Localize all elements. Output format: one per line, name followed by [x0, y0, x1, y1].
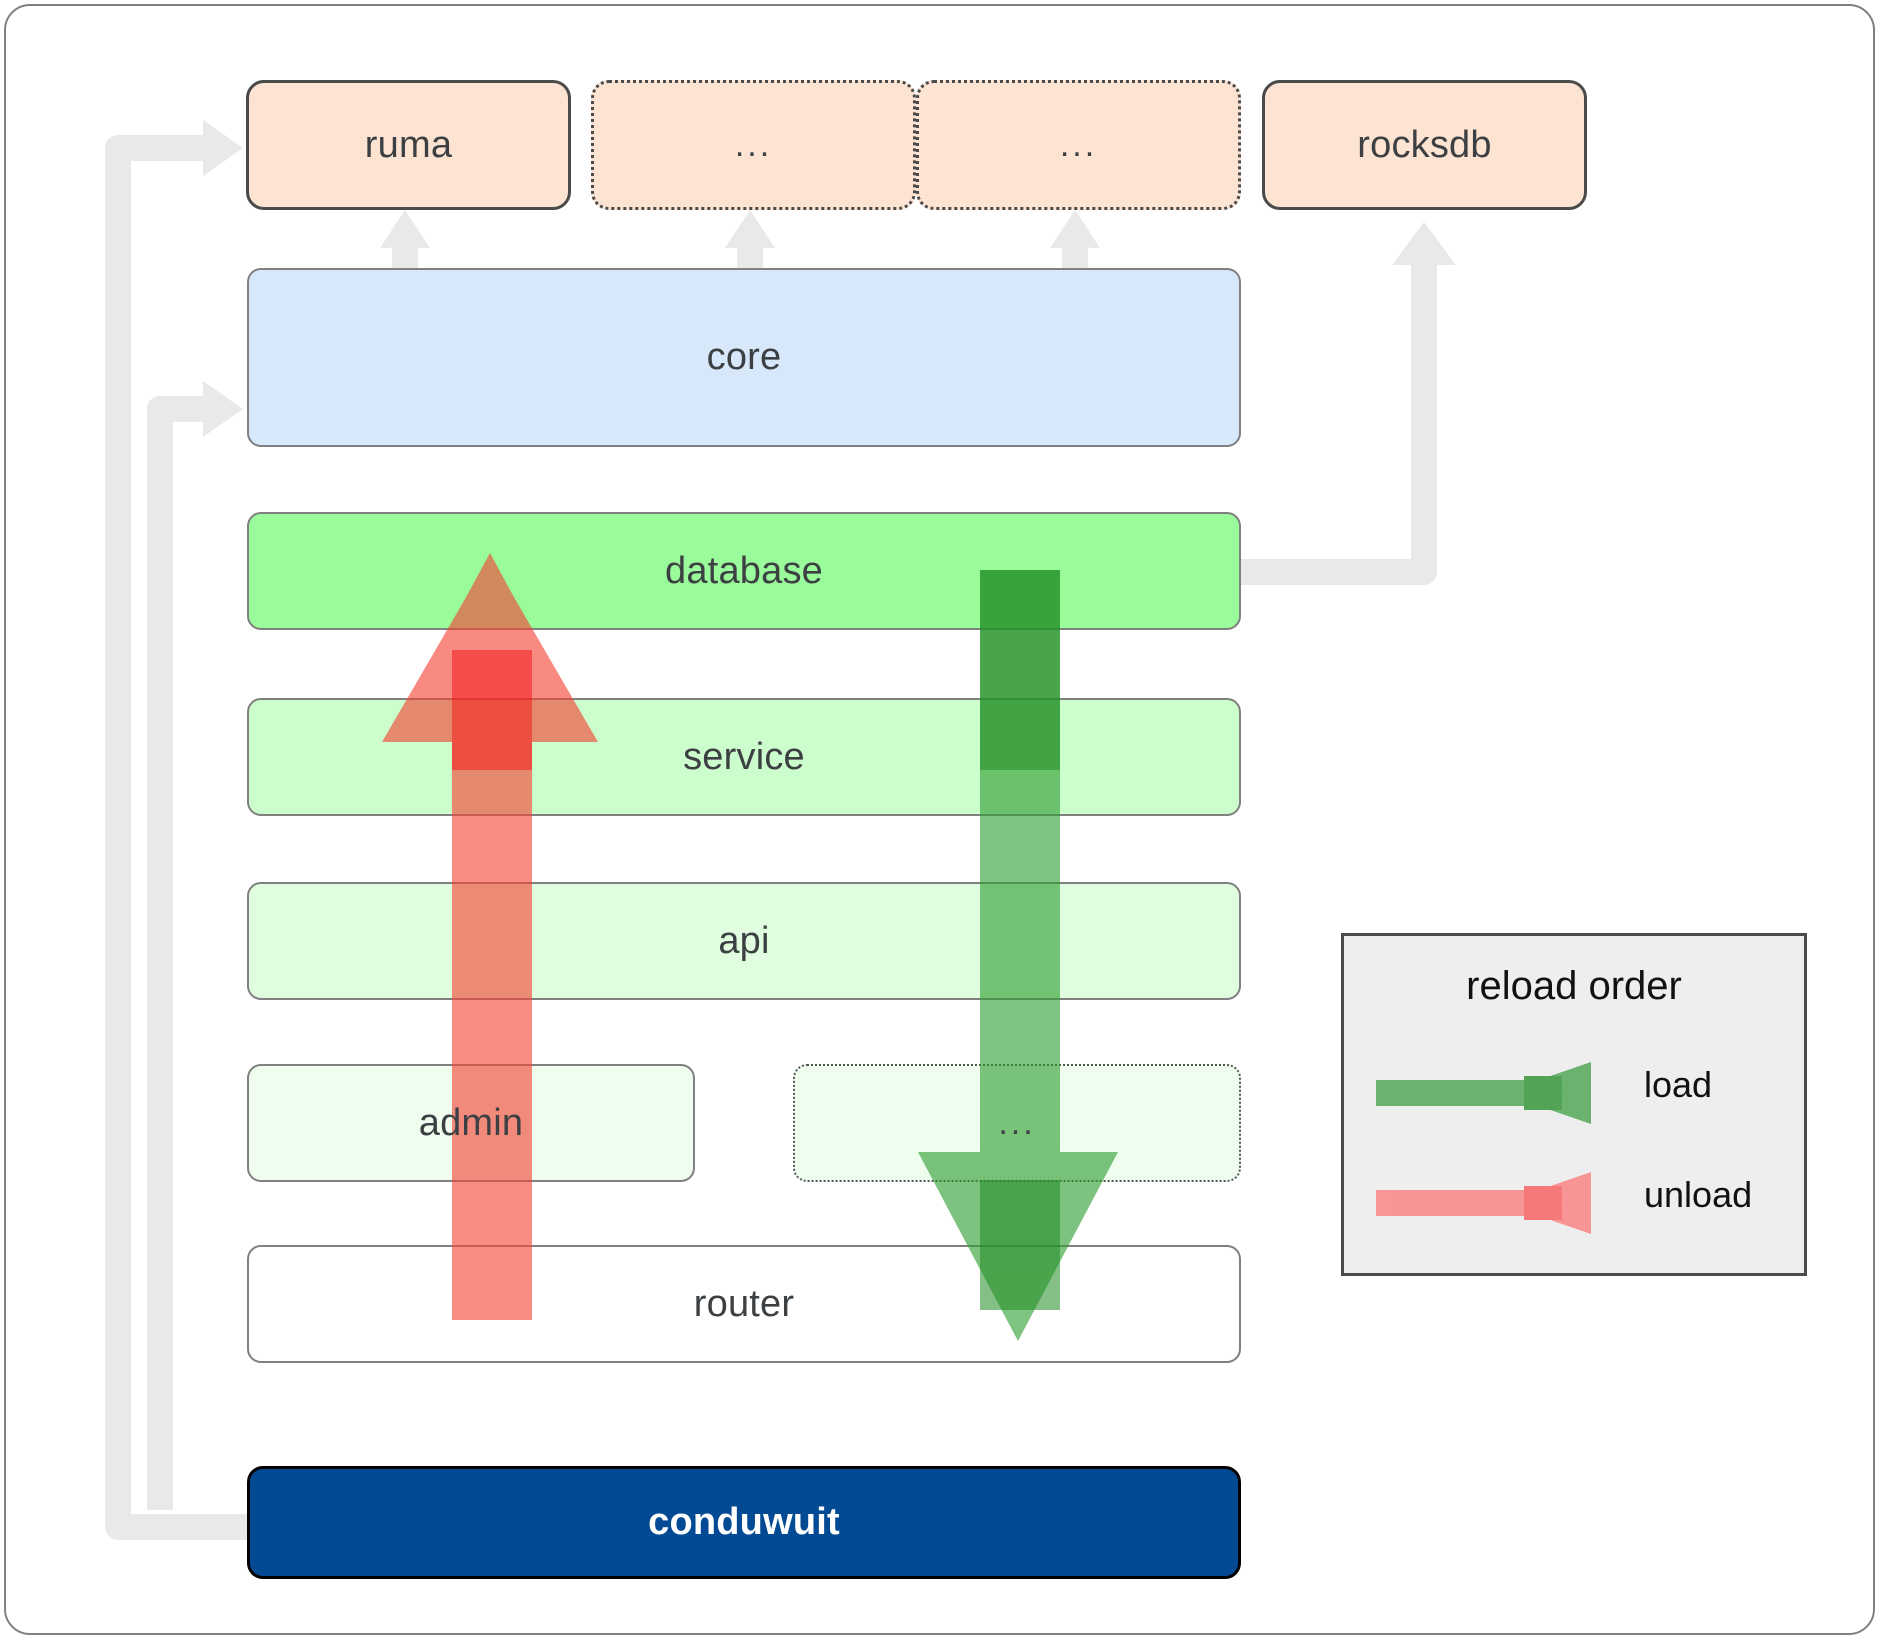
dependency-label-ruma: ruma [364, 123, 453, 166]
legend-title: reload order [1466, 964, 1682, 1008]
binary-box-conduwuit[interactable]: conduwuit [247, 1466, 1241, 1579]
legend-load-arrow-icon [1376, 1062, 1591, 1124]
layer-box-admin[interactable]: admin [247, 1064, 695, 1182]
dependency-box-dots-1[interactable]: ... [591, 80, 916, 210]
legend-panel: reload order load u [1341, 933, 1807, 1276]
dependency-box-ruma[interactable]: ruma [246, 80, 571, 210]
layer-box-dots-3[interactable]: ... [793, 1064, 1241, 1182]
layer-label-service: service [683, 735, 805, 778]
core-box[interactable]: core [247, 268, 1241, 447]
layer-label-api: api [718, 919, 770, 962]
legend-label-unload: unload [1644, 1174, 1753, 1215]
layer-box-service[interactable]: service [247, 698, 1241, 816]
diagram-frame [4, 4, 1875, 1635]
layer-label-database: database [665, 549, 823, 592]
dependency-box-rocksdb[interactable]: rocksdb [1262, 80, 1587, 210]
layer-box-router[interactable]: router [247, 1245, 1241, 1363]
dependency-label-dots-2: ... [1059, 125, 1098, 164]
legend-row-unload: unload [1376, 1168, 1778, 1238]
binary-label-conduwuit: conduwuit [648, 1501, 840, 1543]
layer-label-router: router [693, 1282, 795, 1325]
legend-unload-arrow-icon [1376, 1172, 1591, 1234]
legend-label-load: load [1644, 1064, 1713, 1105]
layer-label-admin: admin [418, 1101, 524, 1144]
layer-label-dots-3: ... [998, 1103, 1036, 1142]
dependency-label-rocksdb: rocksdb [1357, 123, 1492, 166]
layer-box-api[interactable]: api [247, 882, 1241, 1000]
legend-row-load: load [1376, 1058, 1778, 1128]
core-label: core [706, 336, 782, 378]
dependency-box-dots-2[interactable]: ... [916, 80, 1241, 210]
dependency-label-dots-1: ... [734, 125, 773, 164]
layer-box-database[interactable]: database [247, 512, 1241, 630]
